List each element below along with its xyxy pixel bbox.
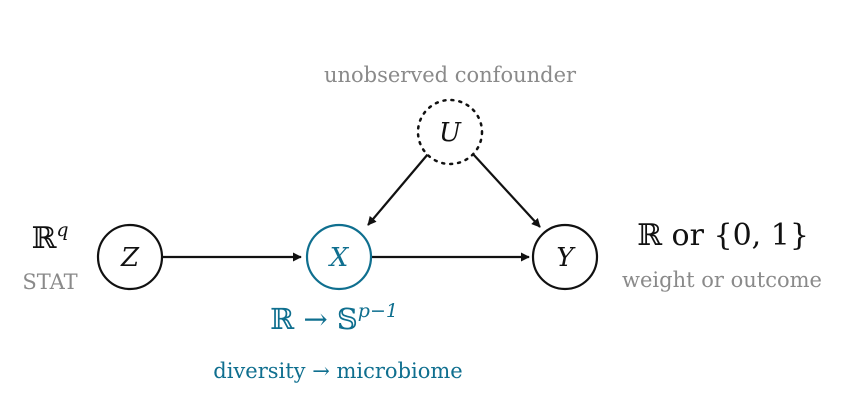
node-u-label: U	[439, 118, 462, 148]
node-z-caption: STAT	[22, 270, 77, 294]
node-z-space-base: ℝ	[31, 221, 57, 256]
node-y-circle	[531, 223, 599, 291]
node-y-caption: weight or outcome	[622, 268, 822, 292]
node-x: X	[305, 223, 373, 291]
node-y: Y	[531, 223, 599, 291]
node-x-circle	[305, 223, 373, 291]
node-y-space: ℝ or {0, 1}	[637, 218, 809, 253]
node-u-circle	[416, 98, 484, 166]
edge-u-to-y	[472, 153, 541, 228]
node-u: U	[416, 98, 484, 166]
node-z: Z	[96, 223, 164, 291]
node-u-caption: unobserved confounder	[324, 63, 577, 87]
node-z-space-exponent: q	[56, 219, 68, 241]
node-z-space: ℝq	[31, 219, 68, 256]
node-x-space: ℝ → 𝕊p−1	[270, 300, 398, 336]
node-y-label: Y	[556, 243, 576, 273]
node-x-label: X	[328, 243, 350, 273]
node-x-space-exponent: p−1	[358, 300, 398, 322]
node-x-caption: diversity → microbiome	[213, 359, 462, 383]
node-z-label: Z	[120, 243, 140, 273]
edge-u-to-x	[367, 153, 429, 226]
node-x-space-base: ℝ → 𝕊	[270, 302, 358, 336]
node-z-circle	[96, 223, 164, 291]
